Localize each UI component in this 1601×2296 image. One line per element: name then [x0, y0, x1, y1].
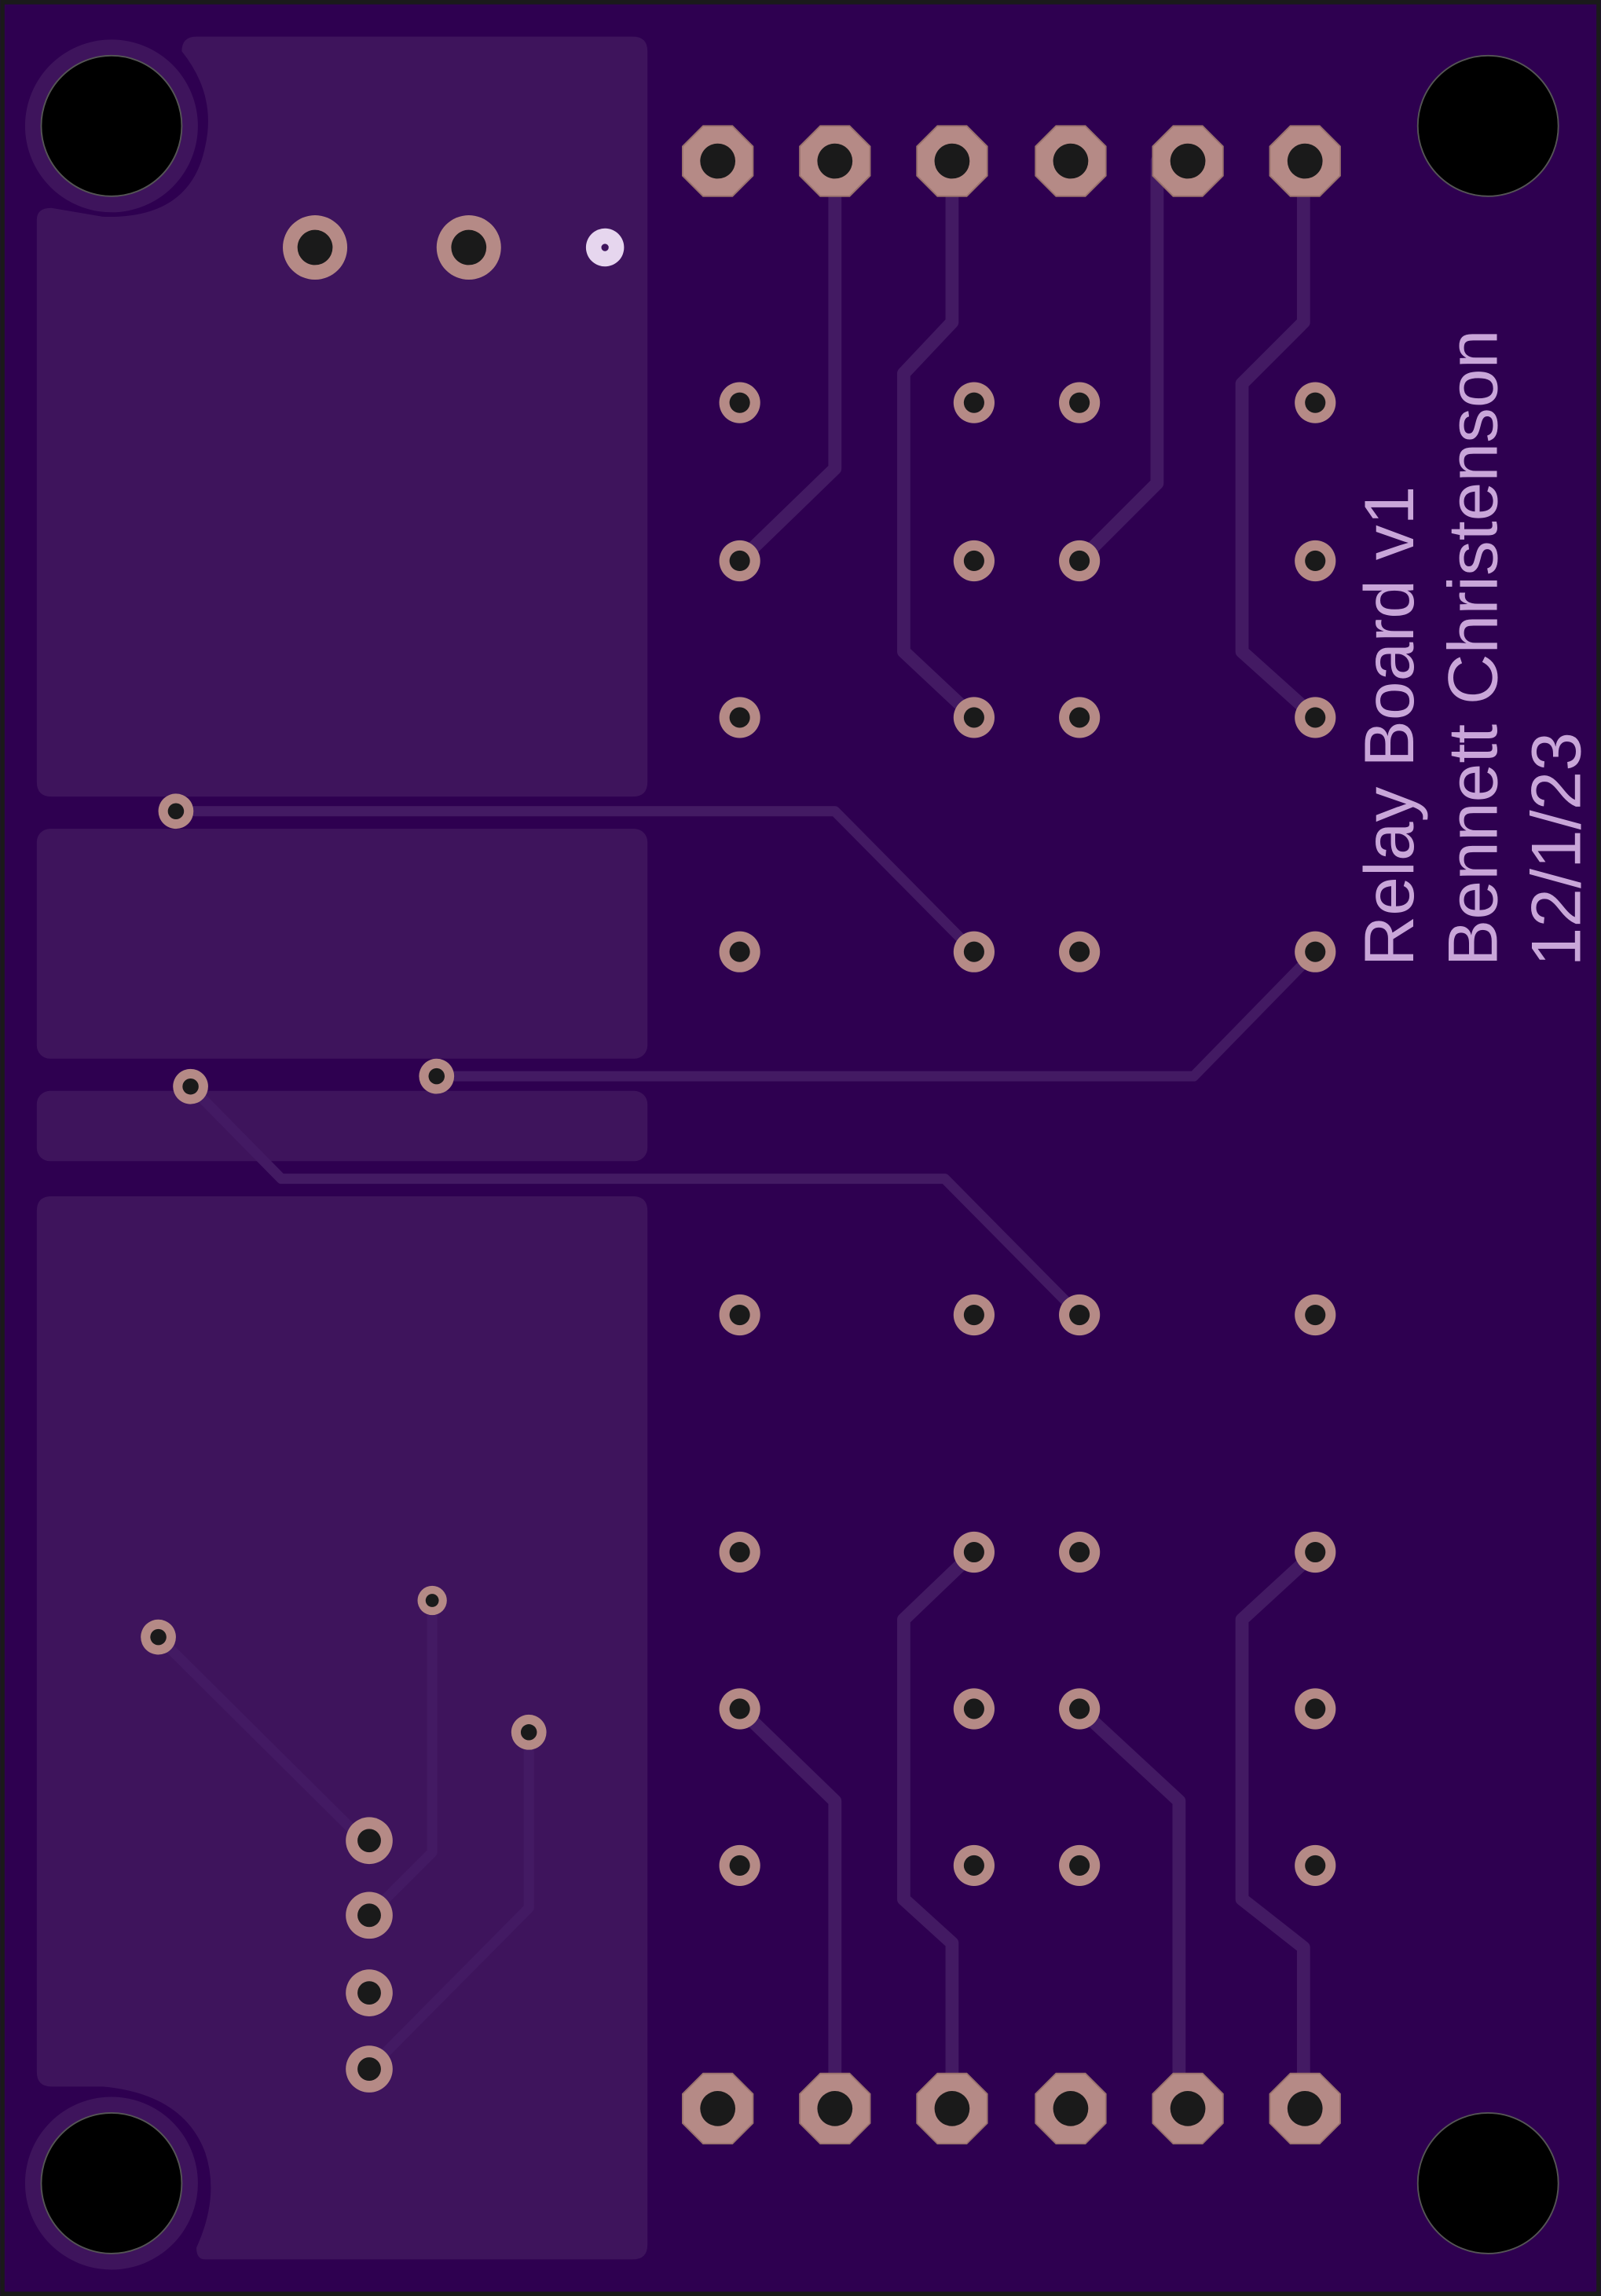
pad-hole [1069, 550, 1090, 572]
copper-pour-top [36, 36, 648, 797]
pad-hole [357, 1903, 381, 1928]
pad-hole [1069, 1541, 1090, 1563]
pad-hole [1305, 941, 1326, 962]
pad-hole [963, 1541, 984, 1563]
pad-hole [357, 1829, 381, 1853]
mounting-hole [40, 54, 183, 197]
pad-hole [729, 1541, 750, 1563]
trace [185, 1081, 1085, 1320]
pad-hole [963, 392, 984, 413]
via-hole [428, 1067, 445, 1085]
pad-hole [1287, 2091, 1323, 2126]
pad-hole [700, 143, 736, 179]
pad-hole [963, 707, 984, 728]
pad-hole [963, 1855, 984, 1876]
via-hole [150, 1628, 167, 1646]
pad-hole [729, 1698, 750, 1719]
pad-hole [1305, 392, 1326, 413]
pad-hole [963, 1698, 984, 1719]
via-hole [182, 1078, 199, 1095]
copper-pour-mid-2 [36, 1090, 648, 1162]
mounting-hole [1416, 54, 1559, 197]
pad-hole [1069, 707, 1090, 728]
silkscreen-date: 12/1/23 [1517, 732, 1596, 967]
header-bottom-holes [700, 2091, 1323, 2126]
silkscreen-author: Bennett Christenson [1433, 330, 1511, 967]
pad-hole [1053, 2091, 1089, 2126]
pad-hole [700, 2091, 736, 2126]
copper-pour-regions [36, 36, 648, 2260]
trace [170, 806, 980, 958]
pad-hole [1287, 143, 1323, 179]
pad-hole [1305, 1698, 1326, 1719]
trace [1235, 1545, 1322, 2115]
pad-hole [1053, 143, 1089, 179]
trace [431, 947, 1321, 1082]
relay-pad-holes [729, 392, 1326, 1876]
pad-hole [1069, 1855, 1090, 1876]
trace [153, 1631, 369, 1846]
trace [1072, 1702, 1186, 2115]
header-top-holes [700, 143, 1323, 179]
pad-hole [729, 550, 750, 572]
trace [1235, 154, 1322, 724]
pad-hole [817, 2091, 853, 2126]
pad-hole [963, 941, 984, 962]
trace [733, 154, 842, 568]
trace [1072, 154, 1164, 568]
pad-hole [357, 1981, 381, 2005]
trace [897, 1545, 981, 2115]
via-hole [167, 803, 185, 819]
mounting-hole [1416, 2112, 1559, 2254]
pad-hole [1069, 941, 1090, 962]
copper-pour-bottom [36, 1196, 648, 2260]
mounting-hole [40, 2112, 183, 2254]
pad-hole [357, 2057, 381, 2081]
vias [141, 793, 547, 1750]
trace [897, 154, 981, 724]
pad-hole [934, 143, 970, 179]
trace [364, 1727, 534, 2074]
pad-hole [297, 229, 333, 265]
trace [733, 1702, 842, 2115]
pad-hole [1170, 2091, 1206, 2126]
pad-hole [1305, 550, 1326, 572]
connector-4pin [346, 1817, 393, 2093]
pad-hole [729, 941, 750, 962]
via-hole [425, 1594, 439, 1607]
pad-hole [1069, 1698, 1090, 1719]
pad-hole [963, 1304, 984, 1326]
pad-hole [1170, 143, 1206, 179]
pad-hole [1305, 707, 1326, 728]
trace [364, 1595, 438, 1921]
traces [153, 154, 1322, 2115]
silkscreen-title: Relay Board v1 [1350, 486, 1428, 967]
pad-hole [1069, 1304, 1090, 1326]
pad-hole [817, 143, 853, 179]
pad-hole [934, 2091, 970, 2126]
pad-hole [963, 550, 984, 572]
pad-hole [729, 1304, 750, 1326]
pad-hole [451, 229, 487, 265]
via-hole [520, 1724, 537, 1741]
pad-hole [729, 1855, 750, 1876]
pad-hole [1305, 1541, 1326, 1563]
pad-hole [1069, 392, 1090, 413]
pad-hole [729, 707, 750, 728]
mounting-holes [24, 39, 1559, 2270]
copper-pour-mid-1 [36, 829, 648, 1059]
silkscreen-dot-center [601, 244, 609, 251]
terminal-pads [283, 215, 625, 280]
pad-hole [1305, 1855, 1326, 1876]
pad-hole [729, 392, 750, 413]
pad-hole [1305, 1304, 1326, 1326]
